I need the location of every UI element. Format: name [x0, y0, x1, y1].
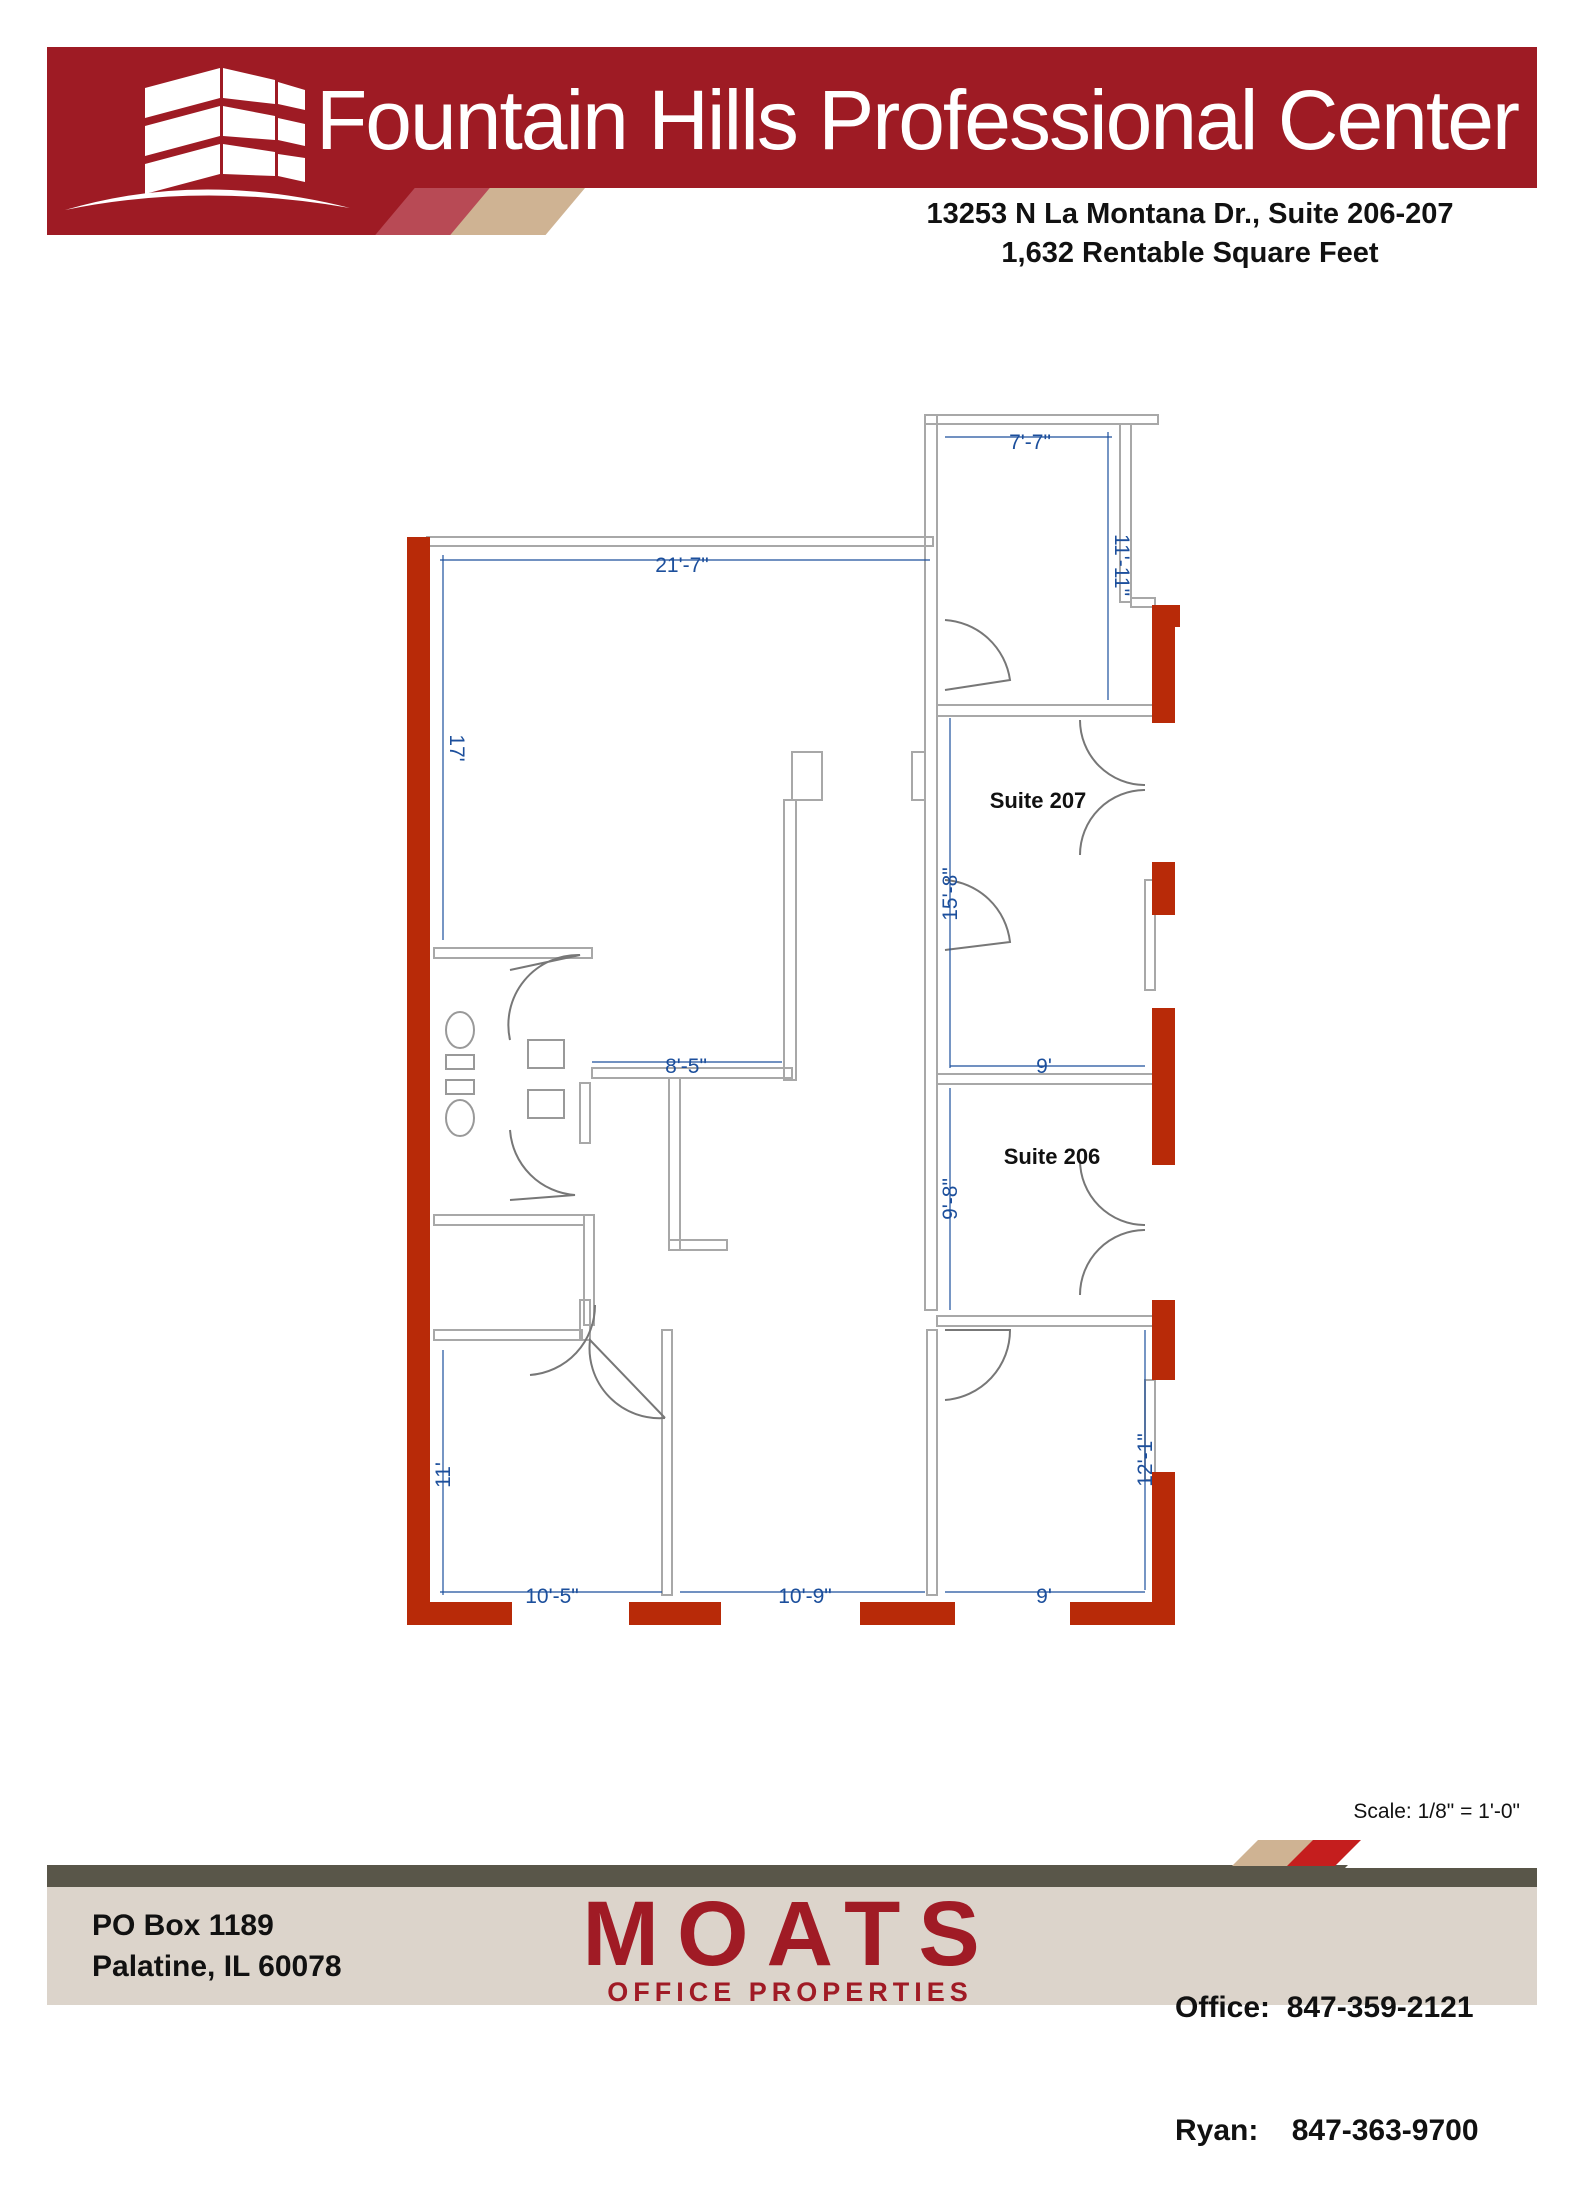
dimension-label: 10'-9" — [778, 1585, 832, 1608]
footer-band — [47, 1865, 1537, 2005]
dimension-label: 12'-1" — [1134, 1433, 1157, 1487]
dimension-label: 9' — [1036, 1055, 1052, 1078]
ryan-phone[interactable]: 847-363-9700 — [1291, 2114, 1479, 2147]
brand-logo: MOATS — [582, 1883, 998, 1985]
dimension-label: 7'-7" — [1009, 431, 1051, 454]
dimension-label: 17' — [445, 734, 468, 761]
brand-subtitle: OFFICE PROPERTIES — [607, 1977, 973, 2007]
address-line: 13253 N La Montana Dr., Suite 206-207 — [926, 198, 1454, 230]
floor-plan: 21'-7" 7'-7" 11'-11" 17' 8'-5" 15'-8" 9'… — [407, 414, 1180, 1625]
property-address: 13253 N La Montana Dr., Suite 206-207 1,… — [880, 195, 1500, 273]
dimension-label: 15'-8" — [939, 867, 962, 921]
door-swings — [507, 619, 1146, 1420]
po-box: PO Box 1189 — [92, 1909, 274, 1942]
building-logo-icon — [65, 68, 350, 210]
dimension-label: 8'-5" — [665, 1055, 707, 1078]
office-label: Office: — [1175, 1991, 1271, 2024]
dimension-label: 9'-8" — [939, 1178, 962, 1220]
dimension-label: 21'-7" — [655, 554, 709, 577]
interior-walls — [426, 414, 1159, 1596]
restroom-fixtures — [445, 1011, 565, 1137]
office-phone[interactable]: 847-359-2121 — [1286, 1991, 1474, 2024]
scale-note: Scale: 1/8" = 1'-0" — [1353, 1800, 1520, 1823]
dimension-label: 11'-11" — [1110, 534, 1133, 596]
page-title: Fountain Hills Professional Center — [316, 73, 1520, 167]
footer-cut — [1345, 1838, 1583, 1868]
dimension-lines — [440, 432, 1146, 1595]
city-state: Palatine, IL 60078 — [92, 1950, 342, 1983]
suite-label: Suite 207 — [990, 788, 1087, 813]
dimension-label: 9' — [1036, 1585, 1052, 1608]
dimension-label: 10'-5" — [525, 1585, 579, 1608]
area-line: 1,632 Rentable Square Feet — [1001, 237, 1379, 269]
exterior-walls — [407, 537, 1180, 1625]
suite-label: Suite 206 — [1004, 1144, 1101, 1169]
dimension-label: 11' — [432, 1462, 455, 1488]
contact-info: Office: 847-359-2121 Ryan: 847-363-9700 — [1175, 1905, 1479, 2192]
ryan-label: Ryan: — [1175, 2114, 1259, 2147]
mailing-address: PO Box 1189 Palatine, IL 60078 — [92, 1905, 342, 1987]
footer-top-bar — [47, 1865, 1537, 1887]
